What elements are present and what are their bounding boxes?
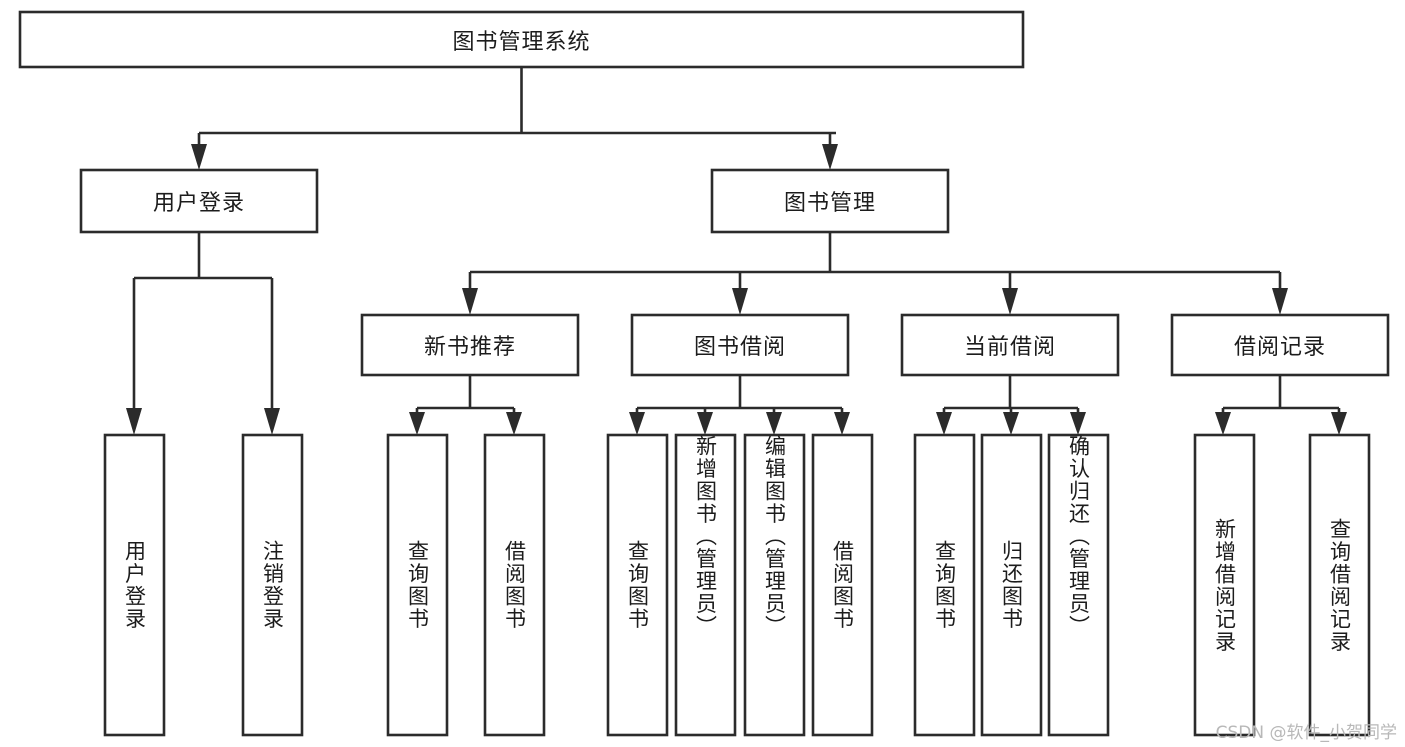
arrow-bookborrow-leaf-1-icon (629, 412, 645, 435)
connector-group-root (191, 67, 838, 170)
arrow-newbook-leaf-2-icon (506, 412, 522, 435)
node-box-root[interactable] (18, 10, 1025, 69)
node-box-current-borrow[interactable] (900, 313, 1120, 377)
node-box-leaf-user-login-1[interactable] (103, 433, 166, 737)
arrow-bookmgmt-child-4-icon (1272, 288, 1288, 315)
connector-group-book-borrow (629, 375, 850, 435)
node-box-user-login[interactable] (79, 168, 319, 234)
arrow-bookborrow-leaf-4-icon (834, 412, 850, 435)
node-box-leaf-bookborrow-4[interactable] (811, 433, 874, 737)
arrow-login-leaf-2-icon (264, 408, 280, 435)
arrow-bookborrow-leaf-3-icon (766, 412, 782, 435)
node-box-leaf-newbook-1[interactable] (386, 433, 449, 737)
node-box-leaf-newbook-2[interactable] (483, 433, 546, 737)
arrow-root-to-login-icon (191, 144, 207, 170)
arrow-currentborrow-leaf-2-icon (1003, 412, 1019, 435)
arrow-login-leaf-1-icon (126, 408, 142, 435)
node-box-leaf-currentborrow-2[interactable] (980, 433, 1043, 737)
arrow-bookmgmt-child-1-icon (462, 288, 478, 315)
node-box-new-book-recommend[interactable] (360, 313, 580, 377)
connector-group-new-book (409, 375, 522, 435)
node-box-leaf-borrowrecord-2[interactable] (1308, 433, 1371, 737)
node-box-borrow-record[interactable] (1170, 313, 1390, 377)
arrow-currentborrow-leaf-1-icon (936, 412, 952, 435)
node-box-leaf-bookborrow-2[interactable] (674, 433, 737, 737)
arrow-newbook-leaf-1-icon (409, 412, 425, 435)
arrow-bookmgmt-child-2-icon (732, 288, 748, 315)
arrow-bookmgmt-child-3-icon (1002, 288, 1018, 315)
node-box-leaf-currentborrow-3[interactable] (1047, 433, 1110, 737)
arrow-borrowrecord-leaf-2-icon (1331, 412, 1347, 435)
arrow-bookborrow-leaf-2-icon (697, 412, 713, 435)
connector-group-book-mgmt (462, 232, 1288, 315)
connector-group-current-borrow (936, 375, 1086, 435)
node-box-leaf-user-login-2[interactable] (241, 433, 304, 737)
arrow-currentborrow-leaf-3-icon (1070, 412, 1086, 435)
node-box-leaf-currentborrow-1[interactable] (913, 433, 976, 737)
arrow-borrowrecord-leaf-1-icon (1215, 412, 1231, 435)
connector-group-borrow-record (1215, 375, 1347, 435)
node-box-leaf-borrowrecord-1[interactable] (1193, 433, 1256, 737)
arrow-root-to-bookmgmt-icon (822, 144, 838, 170)
node-box-leaf-bookborrow-3[interactable] (743, 433, 806, 737)
node-box-book-borrow[interactable] (630, 313, 850, 377)
node-box-leaf-bookborrow-1[interactable] (606, 433, 669, 737)
connector-group-user-login (126, 232, 280, 435)
node-box-book-management[interactable] (710, 168, 950, 234)
